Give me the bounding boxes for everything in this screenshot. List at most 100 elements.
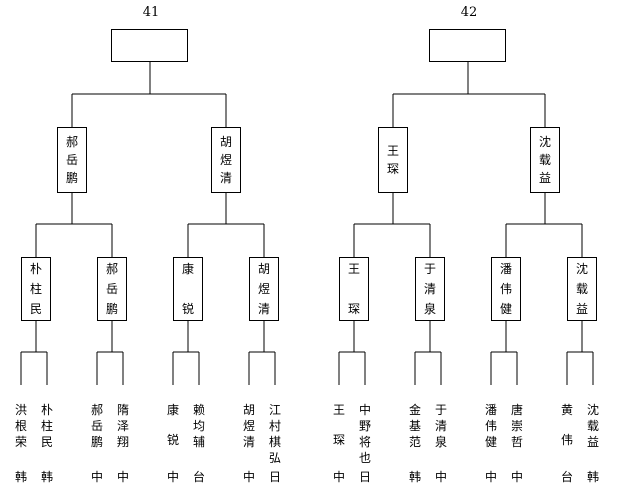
name-char: 煜: [219, 153, 232, 167]
player-name: 中野将也中野将也: [357, 402, 373, 466]
name-char: 锐: [166, 433, 179, 447]
name-char: 琛: [347, 302, 360, 316]
player-name: 金基范金基范: [407, 402, 423, 450]
name-char: 胡: [257, 262, 270, 276]
semi-box: 郝岳鹏郝岳鹏: [57, 127, 87, 193]
name-char: 健: [484, 435, 497, 449]
name-char: 康: [166, 403, 179, 417]
name-char: 将: [358, 435, 371, 449]
player-name: 王琛王琛: [331, 402, 347, 448]
player-name: 于清泉于清泉: [433, 402, 449, 450]
player-country: 中: [116, 470, 129, 484]
quarter-box: 康锐康锐: [173, 257, 203, 321]
name-char: 也: [358, 451, 371, 465]
name-char: 岳: [90, 419, 103, 433]
player-country: 日: [268, 470, 281, 484]
player-name: 隋泽翔隋泽翔: [115, 402, 131, 450]
name-char: 金: [408, 403, 421, 417]
player-name: 赖均辅赖均辅: [191, 402, 207, 450]
player-country: 中: [90, 470, 103, 484]
player-country: 中: [434, 470, 447, 484]
player-name: 沈载益沈载益: [585, 402, 601, 450]
quarter-box: 沈载益沈载益: [567, 257, 597, 321]
player-country: 中: [242, 470, 255, 484]
semi-box: 王琛王琛: [378, 127, 408, 193]
match-number-41: 41: [142, 5, 160, 20]
name-char: 于: [434, 403, 447, 417]
name-char: 柱: [40, 419, 53, 433]
name-char: 胡: [219, 135, 232, 149]
name-char: 潘: [484, 403, 497, 417]
name-char: 泉: [434, 435, 447, 449]
name-char: 琛: [332, 433, 345, 447]
name-char: 唐: [510, 403, 523, 417]
name-char: 于: [423, 262, 436, 276]
name-char: 清: [434, 419, 447, 433]
quarter-box: 潘伟健潘伟健: [491, 257, 521, 321]
name-char: 伟: [560, 433, 573, 447]
name-char: 煜: [242, 419, 255, 433]
name-char: 弘: [268, 451, 281, 465]
player-name: 唐崇哲唐崇哲: [509, 402, 525, 450]
name-char: 民: [40, 435, 53, 449]
name-char: 伟: [484, 419, 497, 433]
name-char: 村: [268, 419, 281, 433]
player-country: 中: [510, 470, 523, 484]
name-char: 沈: [575, 262, 588, 276]
name-char: 郝: [90, 403, 103, 417]
name-char: 根: [14, 419, 27, 433]
name-char: 琛: [386, 162, 399, 176]
name-char: 赖: [192, 403, 205, 417]
player-name: 江村棋弘江村棋弘: [267, 402, 283, 466]
quarter-box: 于清泉于清泉: [415, 257, 445, 321]
name-char: 清: [242, 435, 255, 449]
name-char: 鹏: [65, 171, 78, 185]
name-char: 胡: [242, 403, 255, 417]
semi-box: 沈载益沈载益: [530, 127, 560, 193]
name-char: 均: [192, 419, 205, 433]
name-char: 鹏: [90, 435, 103, 449]
name-char: 隋: [116, 403, 129, 417]
name-char: 朴: [29, 262, 42, 276]
final-winner-box-41: [111, 29, 188, 62]
quarter-box: 胡煜清胡煜清: [249, 257, 279, 321]
final-winner-box-42: [429, 29, 506, 62]
name-char: 柱: [29, 282, 42, 296]
name-char: 潘: [499, 262, 512, 276]
player-name: 黄伟黄伟: [559, 402, 575, 448]
name-char: 益: [538, 171, 551, 185]
name-char: 江: [268, 403, 281, 417]
quarter-box: 郝岳鹏郝岳鹏: [97, 257, 127, 321]
quarter-box: 王琛王琛: [339, 257, 369, 321]
name-char: 哲: [510, 435, 523, 449]
name-char: 中: [358, 403, 371, 417]
name-char: 泉: [423, 302, 436, 316]
player-name: 朴柱民朴柱民: [39, 402, 55, 450]
quarter-box: 朴柱民朴柱民: [21, 257, 51, 321]
name-char: 王: [347, 262, 360, 276]
name-char: 伟: [499, 282, 512, 296]
name-char: 煜: [257, 282, 270, 296]
name-char: 载: [538, 153, 551, 167]
player-country: 韩: [40, 470, 53, 484]
name-char: 清: [257, 302, 270, 316]
name-char: 清: [219, 171, 232, 185]
name-char: 棋: [268, 435, 281, 449]
name-char: 野: [358, 419, 371, 433]
player-name: 潘伟健潘伟健: [483, 402, 499, 450]
player-country: 台: [192, 470, 205, 484]
semi-box: 胡煜清胡煜清: [211, 127, 241, 193]
name-char: 清: [423, 282, 436, 296]
player-country: 中: [166, 470, 179, 484]
name-char: 翔: [116, 435, 129, 449]
player-name: 洪根荣洪根荣: [13, 402, 29, 450]
name-char: 黄: [560, 403, 573, 417]
name-char: 载: [575, 282, 588, 296]
name-char: 范: [408, 435, 421, 449]
name-char: 崇: [510, 419, 523, 433]
name-char: 辅: [192, 435, 205, 449]
player-country: 韩: [14, 470, 27, 484]
name-char: 郝: [105, 262, 118, 276]
